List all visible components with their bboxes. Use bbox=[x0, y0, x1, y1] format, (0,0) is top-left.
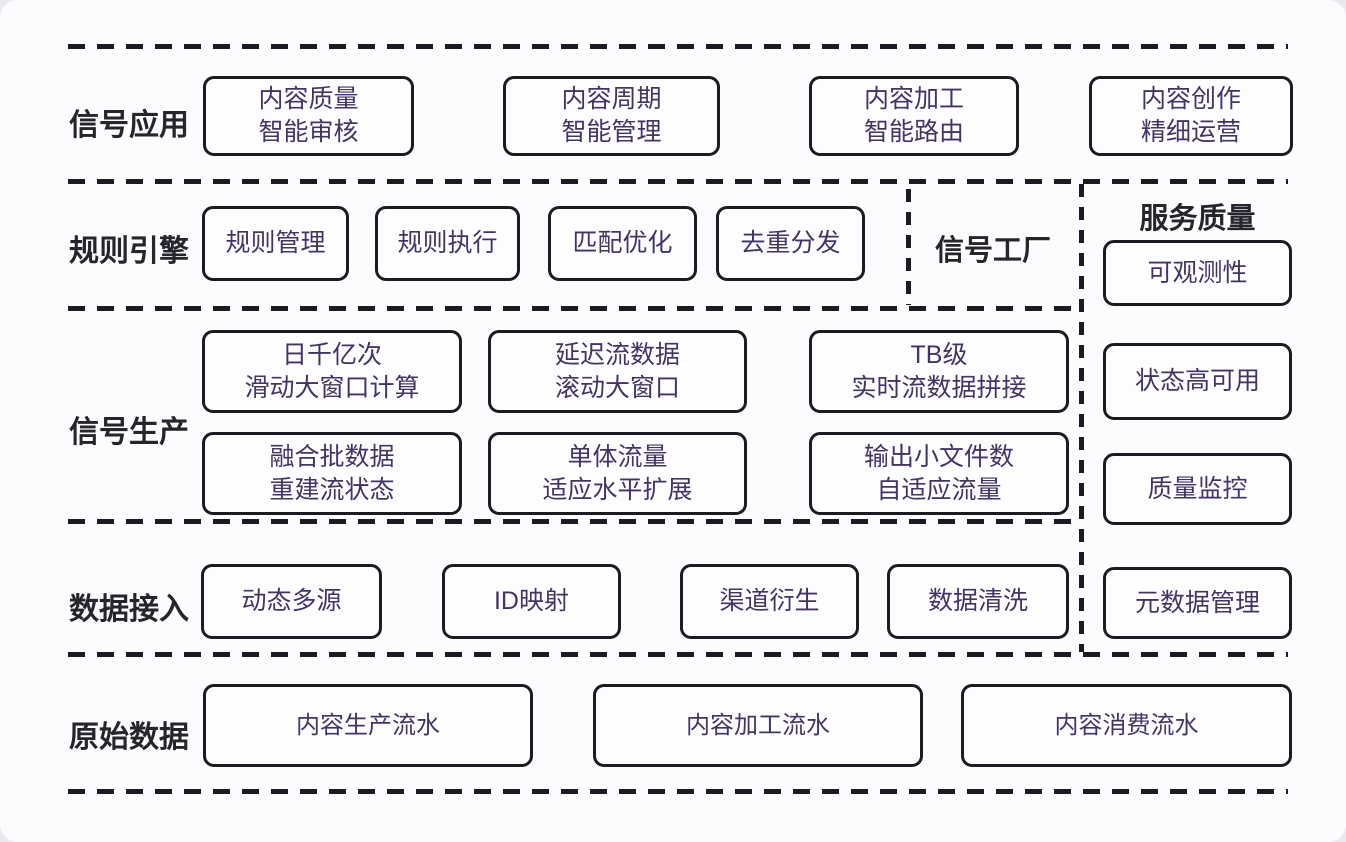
box-content-quality-audit: 内容质量 智能审核 bbox=[203, 76, 414, 156]
box-adaptive-small-file-output: 输出小文件数 自适应流量 bbox=[809, 432, 1069, 515]
box-content-consumption-stream: 内容消费流水 bbox=[961, 684, 1292, 767]
box-dedup-distribution: 去重分发 bbox=[716, 206, 865, 281]
box-id-mapping: ID映射 bbox=[442, 564, 621, 639]
row-divider-2 bbox=[68, 306, 1081, 311]
box-content-processing-stream: 内容加工流水 bbox=[593, 684, 923, 767]
box-state-high-availability: 状态高可用 bbox=[1103, 343, 1292, 420]
box-data-cleaning: 数据清洗 bbox=[887, 564, 1069, 639]
row-label-rule-engine: 规则引擎 bbox=[69, 235, 189, 268]
box-batch-stream-state-rebuild: 融合批数据 重建流状态 bbox=[202, 432, 462, 515]
row-label-raw-data: 原始数据 bbox=[69, 721, 189, 754]
box-dynamic-multi-source: 动态多源 bbox=[201, 564, 382, 639]
row-label-signal-production: 信号生产 bbox=[69, 416, 189, 449]
zone-label-signal-factory: 信号工厂 bbox=[934, 235, 1051, 267]
row-divider-3 bbox=[68, 519, 1081, 524]
row-divider-1 bbox=[68, 179, 1288, 184]
box-sliding-window-compute: 日千亿次 滑动大窗口计算 bbox=[202, 330, 462, 413]
service-column-divider bbox=[1079, 184, 1084, 652]
box-rule-execution: 规则执行 bbox=[375, 206, 520, 281]
box-match-optimization: 匹配优化 bbox=[548, 206, 697, 281]
row-divider-bottom bbox=[68, 789, 1288, 794]
box-content-production-stream: 内容生产流水 bbox=[203, 684, 533, 767]
box-metadata-management: 元数据管理 bbox=[1103, 567, 1292, 639]
row-divider-top bbox=[68, 44, 1288, 49]
row-divider-4 bbox=[68, 652, 1288, 657]
column-title-service-quality: 服务质量 bbox=[1139, 203, 1256, 235]
box-content-lifecycle-management: 内容周期 智能管理 bbox=[503, 76, 720, 156]
box-content-creation-operation: 内容创作 精细运营 bbox=[1089, 76, 1293, 156]
box-channel-derivation: 渠道衍生 bbox=[680, 564, 859, 639]
row-label-signal-application: 信号应用 bbox=[69, 109, 189, 142]
box-rule-management: 规则管理 bbox=[202, 206, 349, 281]
box-observability: 可观测性 bbox=[1103, 240, 1292, 306]
box-content-processing-routing: 内容加工 智能路由 bbox=[809, 76, 1019, 156]
row-label-data-ingestion: 数据接入 bbox=[69, 593, 189, 626]
box-tb-realtime-stream-join: TB级 实时流数据拼接 bbox=[809, 330, 1069, 413]
box-delayed-stream-tumbling-window: 延迟流数据 滚动大窗口 bbox=[488, 330, 747, 413]
box-horizontal-scaling: 单体流量 适应水平扩展 bbox=[488, 432, 747, 515]
signal-factory-divider-left bbox=[906, 189, 911, 305]
box-quality-monitoring: 质量监控 bbox=[1103, 453, 1292, 525]
